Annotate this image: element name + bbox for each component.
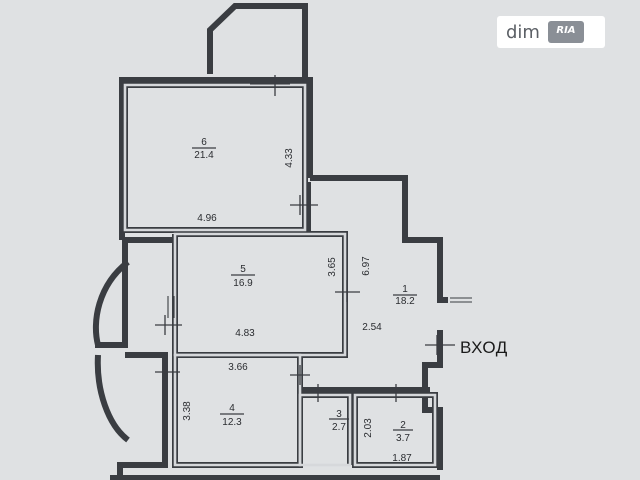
room-6-width-dimension: 4.96 bbox=[197, 213, 217, 224]
room-5-area: 16.9 bbox=[233, 278, 253, 289]
room-1-number: 1 bbox=[402, 284, 408, 295]
room-4-height-dimension: 3.38 bbox=[182, 401, 193, 421]
room-2-area: 3.7 bbox=[396, 433, 410, 444]
watermark-badge: RIA bbox=[547, 21, 584, 43]
room-1-height-dimension: 6.97 bbox=[361, 256, 372, 276]
room-5-width-dimension: 4.83 bbox=[235, 328, 255, 339]
watermark-brand: dim bbox=[506, 21, 540, 43]
room-3-number: 3 bbox=[336, 409, 342, 420]
room-6-area: 21.4 bbox=[194, 150, 214, 161]
room-4-number: 4 bbox=[229, 403, 235, 414]
room-2-number: 2 bbox=[400, 420, 406, 431]
walls bbox=[92, 3, 448, 480]
room-1-area: 18.2 bbox=[395, 296, 415, 307]
door-markers bbox=[155, 75, 455, 402]
watermark-badge-text: RIA bbox=[556, 25, 576, 36]
room-3-height-dimension: 2.03 bbox=[363, 418, 374, 438]
room-5-number: 5 bbox=[240, 264, 246, 275]
room-5-height-dimension: 3.65 bbox=[327, 257, 338, 277]
room-1-width-dimension: 2.54 bbox=[362, 322, 382, 333]
room-6-height-dimension: 4.33 bbox=[284, 148, 295, 168]
room-6-number: 6 bbox=[201, 137, 207, 148]
watermark-logo: dim RIA bbox=[497, 16, 605, 48]
entrance-label: ВХОД bbox=[460, 338, 508, 357]
windows bbox=[119, 77, 472, 318]
room-3-area: 2.7 bbox=[332, 422, 346, 433]
room-2-width-dimension: 1.87 bbox=[392, 453, 412, 464]
room-4-area: 12.3 bbox=[222, 417, 242, 428]
room-4-width-dimension: 3.66 bbox=[228, 362, 248, 373]
